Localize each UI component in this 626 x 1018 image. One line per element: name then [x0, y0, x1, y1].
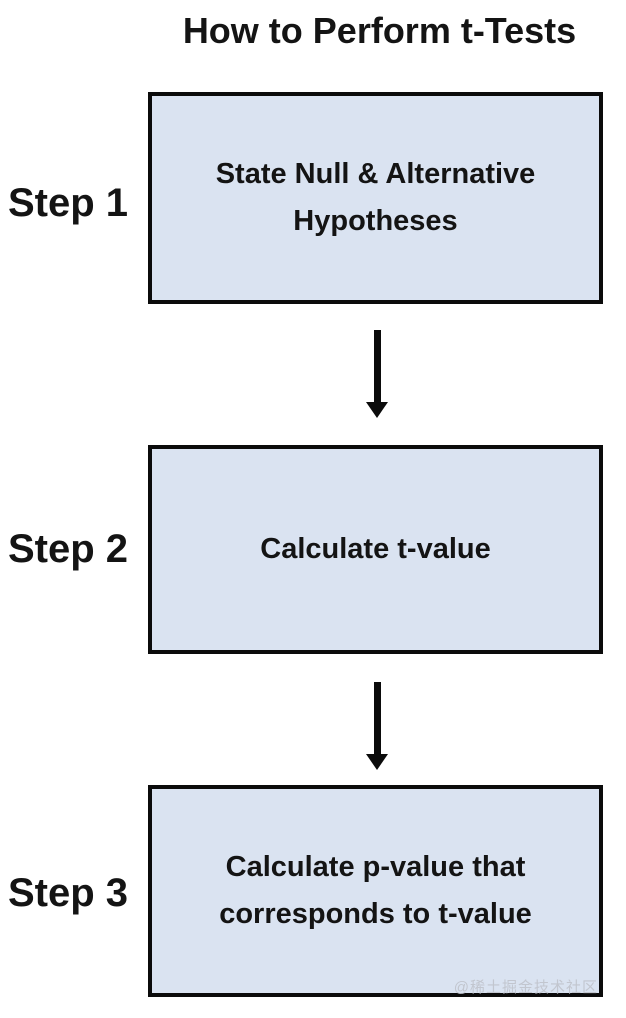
step-3-label: Step 3 [8, 871, 129, 915]
step-3-text: Calculate p-value that corresponds to t-… [219, 851, 532, 930]
arrow-shaft [373, 682, 381, 754]
arrow-head [366, 402, 388, 418]
step-1-label: Step 1 [8, 181, 129, 225]
arrow-head [366, 754, 388, 770]
step-1-box: State Null & Alternative Hypotheses [148, 92, 603, 304]
watermark: @稀土掘金技术社区 [453, 979, 598, 996]
arrow-shaft [373, 330, 381, 402]
down-arrow-icon [366, 330, 388, 418]
step-3-box: Calculate p-value that corresponds to t-… [148, 785, 603, 997]
step-1-text: State Null & Alternative Hypotheses [215, 158, 536, 237]
step-2-text: Calculate t-value [260, 533, 491, 565]
step-2-box: Calculate t-value [148, 445, 603, 654]
down-arrow-icon [366, 682, 388, 770]
step-2-label: Step 2 [8, 527, 129, 571]
diagram-title: How to Perform t-Tests [182, 10, 577, 51]
